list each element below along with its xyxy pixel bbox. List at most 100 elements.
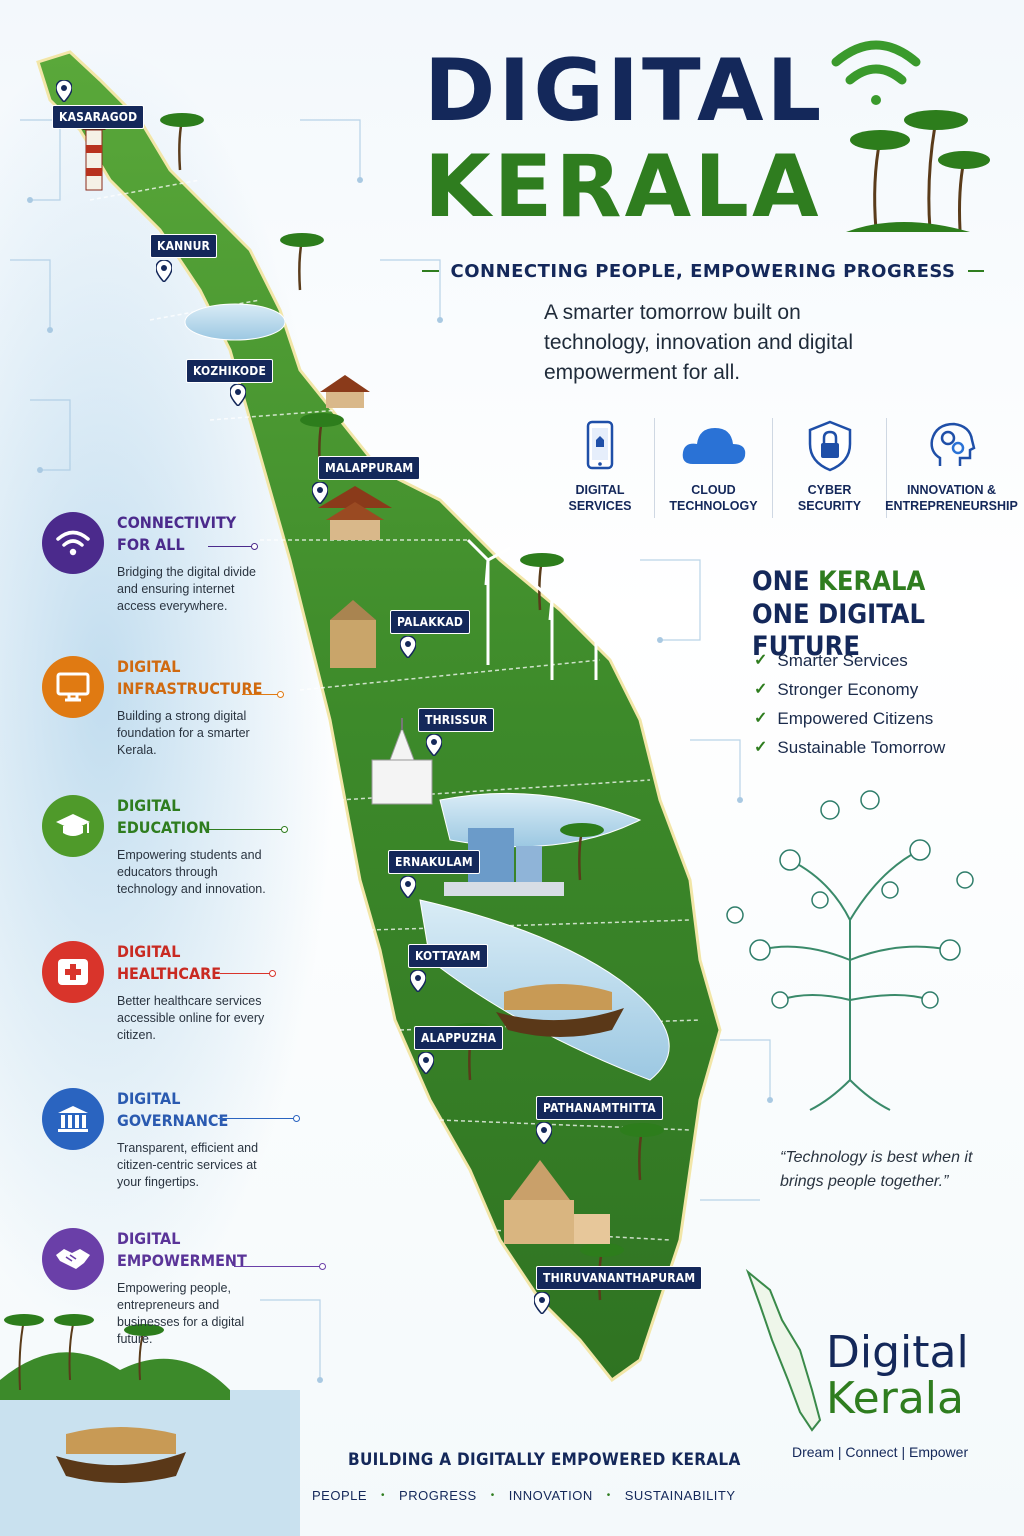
circuit-lines — [10, 119, 771, 1380]
list-item: ✓Sustainable Tomorrow — [754, 733, 945, 762]
footer-separator: • — [606, 1490, 611, 1501]
feature-connector — [242, 691, 284, 698]
list-item: ✓Stronger Economy — [754, 675, 945, 704]
feature-desc: Transparent, efficient and citizen-centr… — [117, 1141, 259, 1189]
map-pin-icon — [410, 970, 426, 992]
circuit-dots — [27, 177, 773, 1383]
city-label-pathanamthitta: PATHANAMTHITTA — [536, 1096, 663, 1120]
backwater-scene — [0, 1314, 300, 1536]
map-pin-icon — [312, 482, 328, 504]
map-pin-icon — [536, 1122, 552, 1144]
digital-tree — [759, 849, 951, 1111]
kozhikode-house-landmark — [320, 375, 370, 408]
city-label-alappuzha: ALAPPUZHA — [414, 1026, 504, 1050]
list-item: ✓Empowered Citizens — [754, 704, 945, 733]
title-palm-trees — [846, 110, 990, 232]
map-pin-icon — [56, 80, 72, 102]
footer-value: SUSTAINABILITY — [624, 1488, 736, 1503]
check-icon: ✓ — [754, 710, 768, 727]
feature-icon-circle — [42, 941, 104, 1003]
logo-slogan: Dream | Connect | Empower — [792, 1444, 969, 1460]
wifi-icon — [56, 530, 90, 556]
digital-tree-nodes — [726, 790, 974, 1009]
tagline-rule-right — [967, 270, 984, 272]
feature-desc: Empowering people, entrepreneurs and bus… — [117, 1281, 245, 1346]
feature-icon-circle — [42, 512, 104, 574]
check-icon: ✓ — [754, 681, 768, 698]
map-pin-icon — [400, 876, 416, 898]
city-label-kottayam: KOTTAYAM — [408, 944, 488, 968]
service-label: INNOVATION &ENTREPRENEURSHIP — [885, 483, 1018, 513]
cloud-icon — [682, 428, 745, 464]
medical-cross-icon — [58, 959, 88, 985]
feature-icon-circle — [42, 1228, 104, 1290]
title-kerala: KERALA — [424, 137, 822, 237]
city-label-thiruvananthapuram: THIRUVANANTHAPURAM — [536, 1266, 703, 1290]
logo-word-digital: Digital — [826, 1327, 969, 1378]
feature-icon-circle — [42, 1088, 104, 1150]
smartphone-icon — [586, 420, 614, 470]
map-pin-icon — [400, 636, 416, 658]
temple-landmark-south — [504, 1160, 610, 1244]
feature-desc: Bridging the digital divide and ensuring… — [117, 565, 256, 613]
tagline-row: CONNECTING PEOPLE, EMPOWERING PROGRESS — [422, 258, 984, 284]
feature-connector — [208, 543, 258, 550]
footer-value: PEOPLE — [312, 1488, 368, 1503]
map-pin-icon — [426, 734, 442, 756]
map-pin-icon — [156, 260, 172, 282]
graduation-cap-icon — [56, 814, 90, 836]
city-label-thrissur: THRISSUR — [418, 708, 495, 732]
check-icon: ✓ — [754, 739, 768, 756]
map-pin-icon — [418, 1052, 434, 1074]
footer-value: INNOVATION — [508, 1488, 593, 1503]
logo-word-kerala: Kerala — [826, 1373, 964, 1424]
one-digital-future-heading: ONE DIGITAL FUTURE — [752, 599, 925, 662]
brain-gears-icon — [929, 422, 975, 466]
wind-turbines — [466, 538, 598, 680]
footer-value: PROGRESS — [399, 1488, 477, 1503]
map-pin-icon — [534, 1292, 550, 1314]
city-label-ernakulam: ERNAKULAM — [388, 850, 480, 874]
feature-desc: Building a strong digital foundation for… — [117, 709, 250, 757]
check-icon: ✓ — [754, 652, 768, 669]
one-kerala-list: ✓Smarter Services ✓Stronger Economy ✓Emp… — [754, 646, 945, 762]
houseboat-landmark — [496, 984, 624, 1037]
feature-desc: Empowering students and educators throug… — [117, 848, 266, 896]
feature-connector — [218, 1115, 300, 1122]
feature-icon-circle — [42, 795, 104, 857]
city-label-kannur: KANNUR — [150, 234, 218, 258]
footer-values: PEOPLE • PROGRESS • INNOVATION • SUSTAIN… — [312, 1488, 736, 1503]
list-item: ✓Smarter Services — [754, 646, 945, 675]
tagline: CONNECTING PEOPLE, EMPOWERING PROGRESS — [450, 260, 956, 282]
palakkad-fort-landmark — [330, 600, 376, 668]
kerala-landmass — [36, 50, 722, 1383]
title-digital: DIGITAL — [424, 41, 825, 141]
city-label-malappuram: MALAPPURAM — [318, 456, 421, 480]
footer-separator: • — [381, 1490, 386, 1501]
city-label-palakkad: PALAKKAD — [390, 610, 471, 634]
footer-separator: • — [490, 1490, 495, 1501]
feature-connector — [234, 1263, 326, 1270]
feature-connector — [220, 970, 276, 977]
feature-desc: Better healthcare services accessible on… — [117, 994, 265, 1042]
city-label-kozhikode: KOZHIKODE — [186, 359, 274, 383]
